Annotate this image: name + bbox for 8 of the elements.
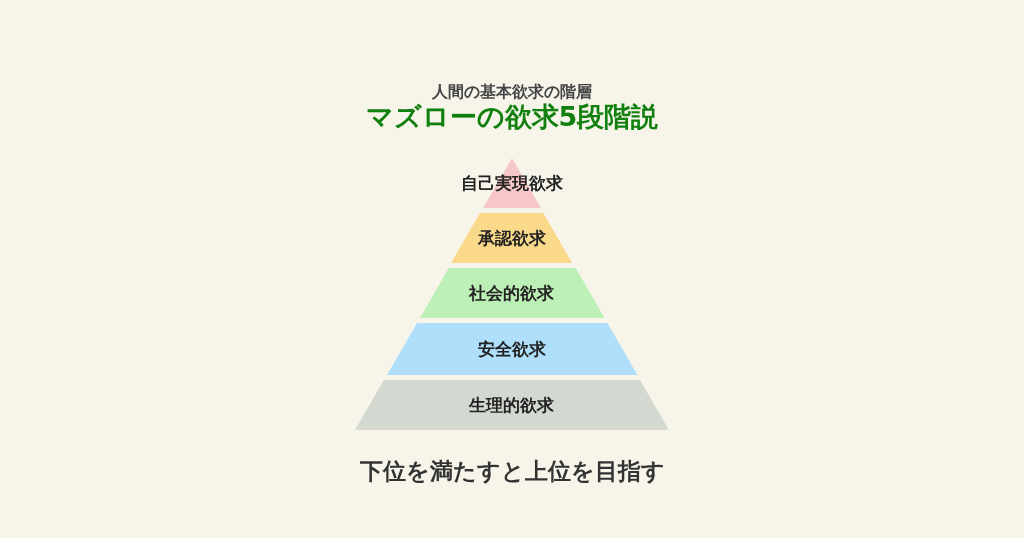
tier-label: 自己実現欲求 <box>461 171 563 195</box>
tier-label: 安全欲求 <box>478 337 546 361</box>
tier-label: 承認欲求 <box>478 226 546 250</box>
tier-label: 生理的欲求 <box>469 393 555 417</box>
tier-label: 社会的欲求 <box>469 281 555 305</box>
subtitle: 人間の基本欲求の階層 <box>431 84 593 100</box>
caption: 下位を満たすと上位を目指す <box>358 457 666 486</box>
title: マズローの欲求5段階説 <box>364 103 660 130</box>
